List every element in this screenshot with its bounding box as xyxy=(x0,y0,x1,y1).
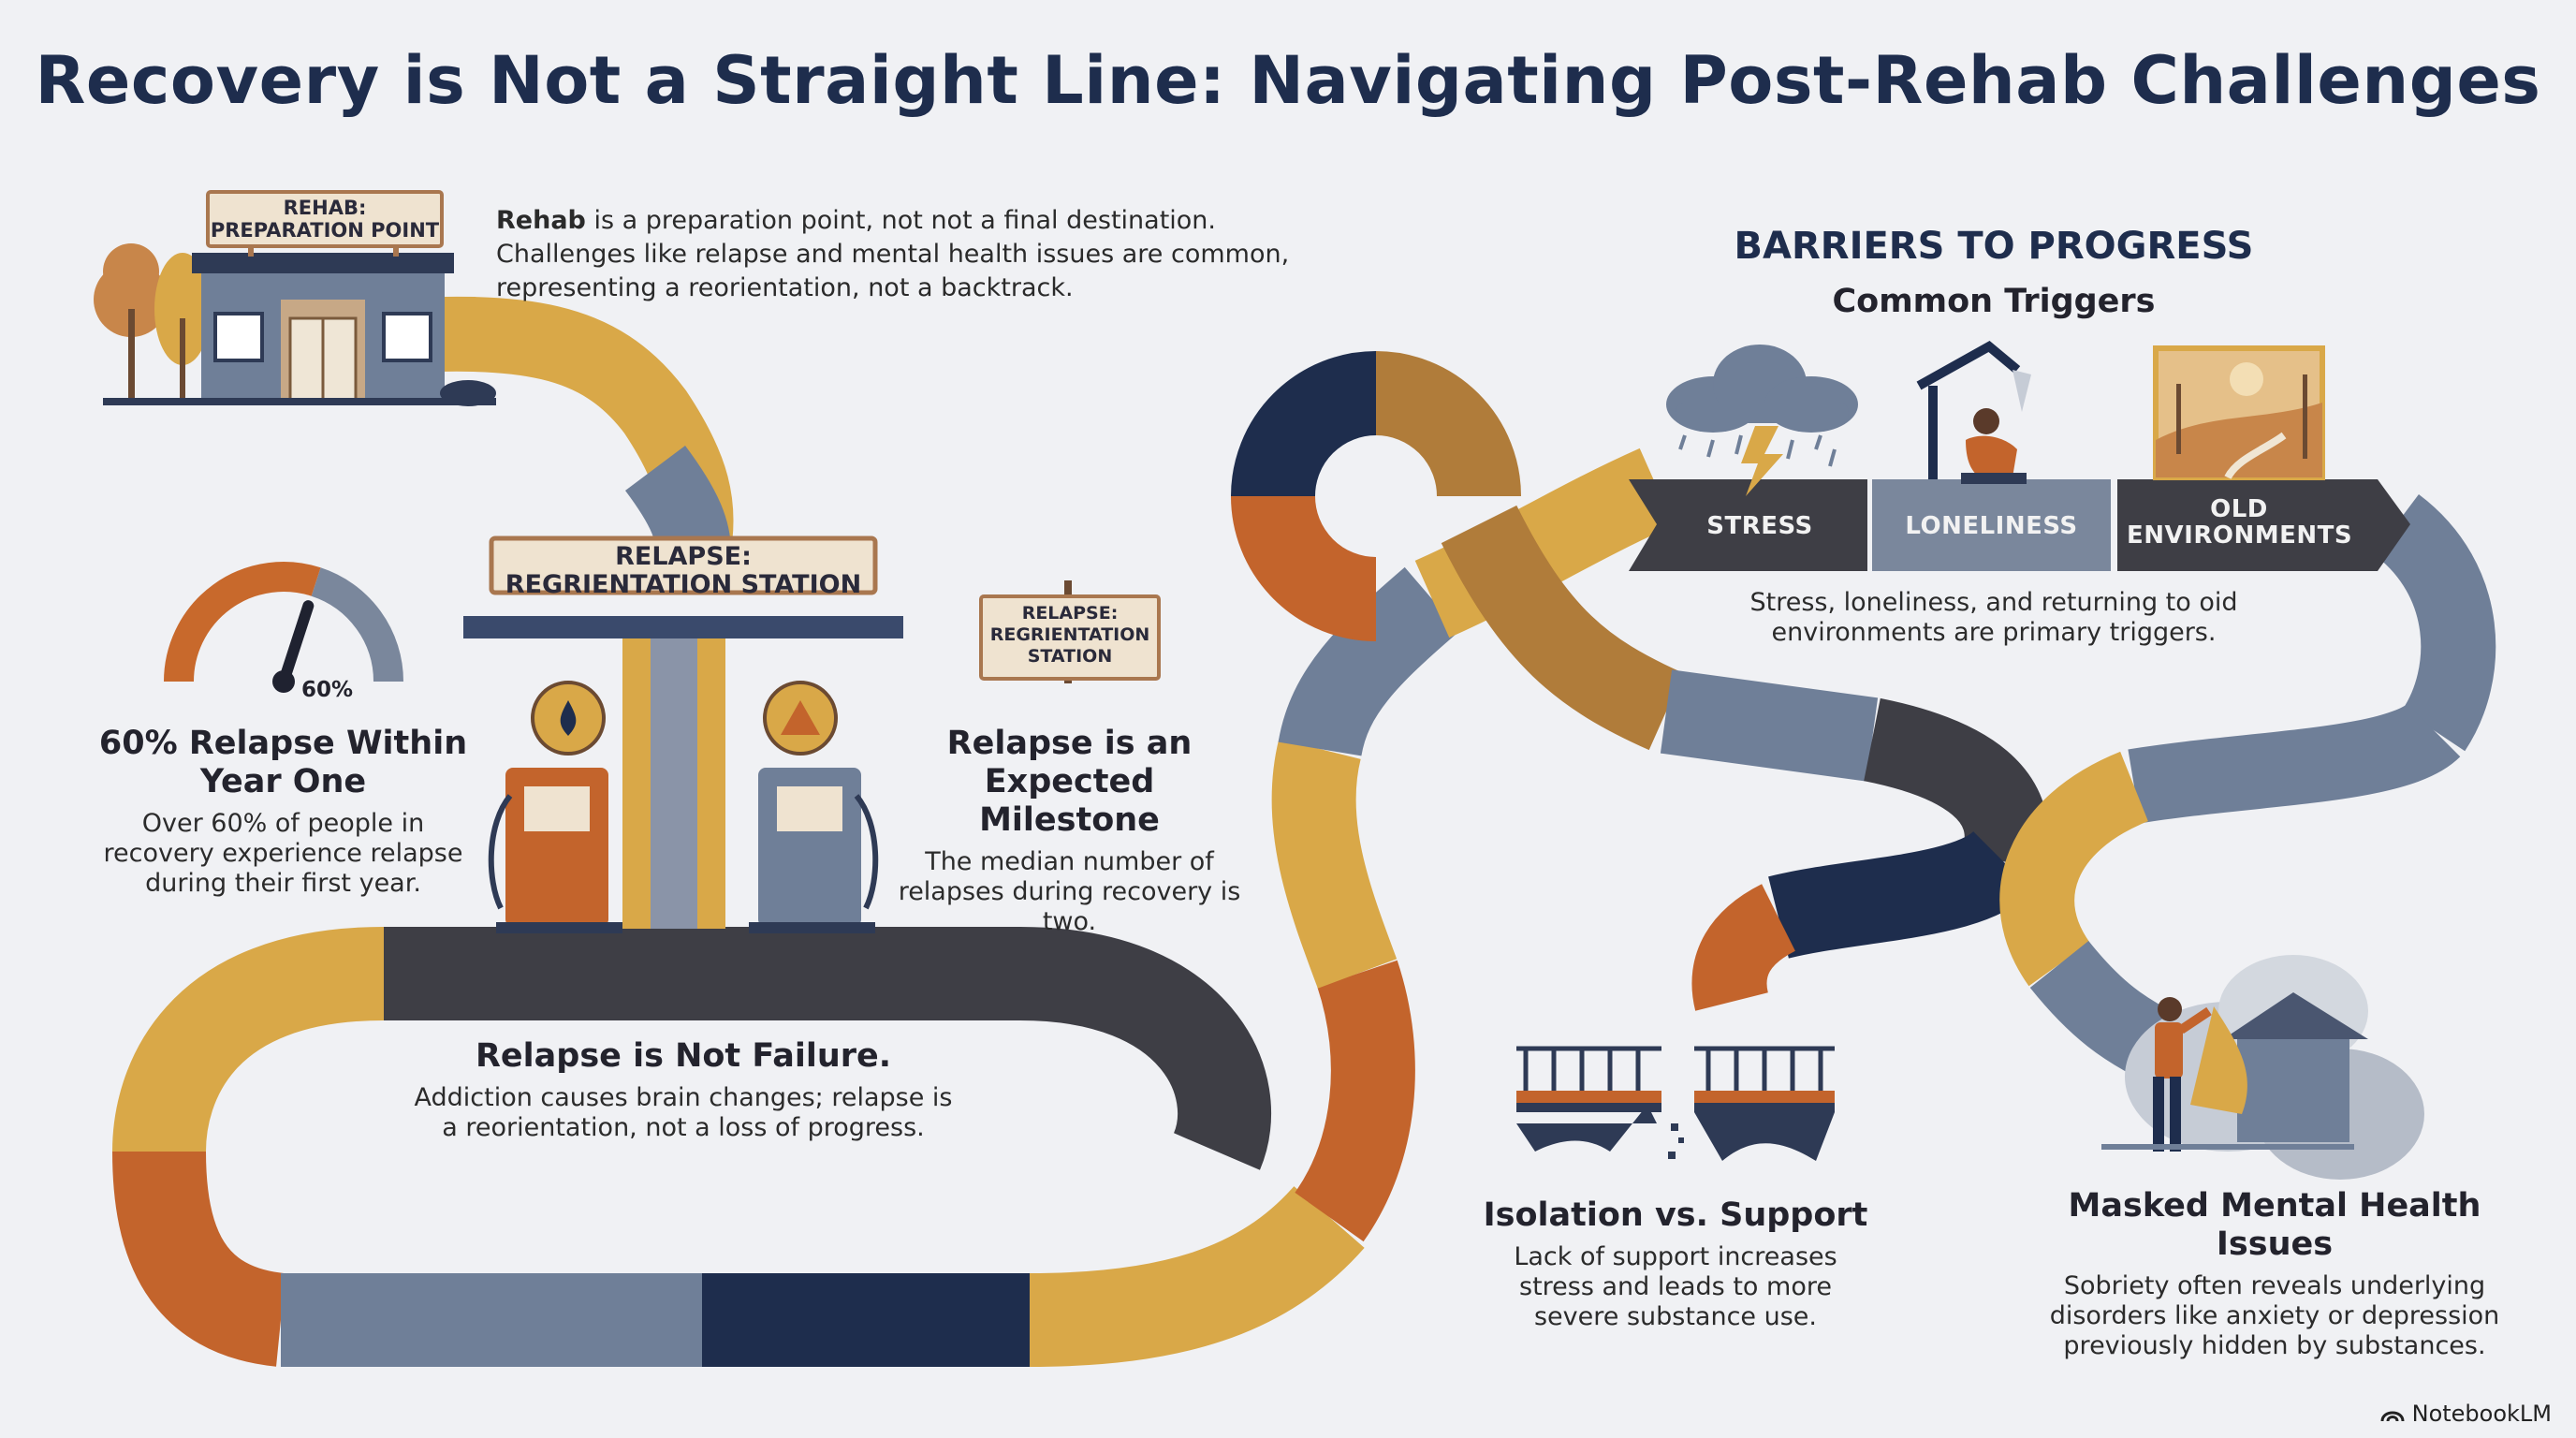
old-road-icon xyxy=(2153,345,2325,480)
small-sign-line3: STATION xyxy=(1027,646,1113,667)
trigger-loneliness-label: LONELINESS xyxy=(1905,512,2078,540)
barriers-caption: Stress, loneliness, and returning to oid… xyxy=(1749,588,2238,647)
intro-text: Rehab is a preparation point, not not a … xyxy=(496,204,1339,305)
lonely-person-icon xyxy=(1916,340,2031,484)
rehab-sign-line2: PREPARATION POINT xyxy=(210,219,440,242)
isolation: Isolation vs. Support Lack of support in… xyxy=(1474,1196,1877,1332)
small-sign-line2: REGRIENTATION xyxy=(989,624,1150,645)
winding-road xyxy=(112,296,2496,1367)
intro-bold: Rehab xyxy=(496,206,586,235)
stat-milestone-text: The median number of relapses during rec… xyxy=(898,847,1241,936)
station-sign-line2: REGRIENTATION STATION xyxy=(505,570,862,599)
stat-milestone: Relapse is an Expected Milestone The med… xyxy=(894,725,1245,937)
not-failure: Relapse is Not Failure. Addiction causes… xyxy=(412,1037,955,1143)
notebooklm-logo-icon xyxy=(2380,1411,2405,1422)
masked-mental-health: Masked Mental Health Issues Sobriety oft… xyxy=(2031,1187,2518,1361)
masked-person-icon xyxy=(2101,955,2424,1180)
rehab-sign-line1: REHAB: xyxy=(283,197,367,219)
rehab-sign: REHAB: PREPARATION POINT xyxy=(208,197,442,242)
isolation-text: Lack of support increases stress and lea… xyxy=(1514,1242,1837,1331)
rehab-building-icon xyxy=(94,190,496,406)
barriers-title: BARRIERS TO PROGRESS xyxy=(1734,225,2254,268)
page-title: Recovery is Not a Straight Line: Navigat… xyxy=(35,42,2541,119)
trigger-old-environments-label: OLD ENVIRONMENTS xyxy=(2127,495,2353,550)
intro-rest: is a preparation point, not not a final … xyxy=(496,206,1290,302)
broken-bridge-icon xyxy=(1516,1046,1835,1161)
gauge-label: 60% xyxy=(301,678,354,702)
not-failure-heading: Relapse is Not Failure. xyxy=(475,1037,892,1075)
small-sign-line1: RELAPSE: xyxy=(1021,603,1119,624)
triggers-bar xyxy=(1629,479,2410,571)
stat-relapse: 60% Relapse Within Year One Over 60% of … xyxy=(94,725,473,899)
masked-heading: Masked Mental Health Issues xyxy=(2068,1187,2481,1263)
relapse-small-sign-icon xyxy=(979,580,1161,683)
station-sign-line1: RELAPSE: xyxy=(615,542,752,571)
stat-relapse-heading: 60% Relapse Within Year One xyxy=(98,725,468,800)
gauge-icon xyxy=(164,562,403,693)
station-sign: RELAPSE: REGRIENTATION STATION xyxy=(491,543,875,599)
masked-text: Sobriety often reveals underlying disord… xyxy=(2049,1271,2500,1360)
isolation-heading: Isolation vs. Support xyxy=(1483,1196,1868,1234)
storm-cloud-icon xyxy=(1666,345,1858,496)
small-sign: RELAPSE: REGRIENTATION STATION xyxy=(981,603,1159,668)
stat-milestone-heading: Relapse is an Expected Milestone xyxy=(946,725,1193,839)
not-failure-text: Addiction causes brain changes; relapse … xyxy=(414,1083,953,1142)
barriers-subtitle: Common Triggers xyxy=(1832,283,2156,320)
brand: NotebookLM xyxy=(2380,1401,2552,1427)
relapse-station-icon xyxy=(463,536,903,933)
brand-name: NotebookLM xyxy=(2411,1401,2552,1427)
stat-relapse-text: Over 60% of people in recovery experienc… xyxy=(103,809,463,898)
trigger-stress-label: STRESS xyxy=(1706,512,1813,540)
